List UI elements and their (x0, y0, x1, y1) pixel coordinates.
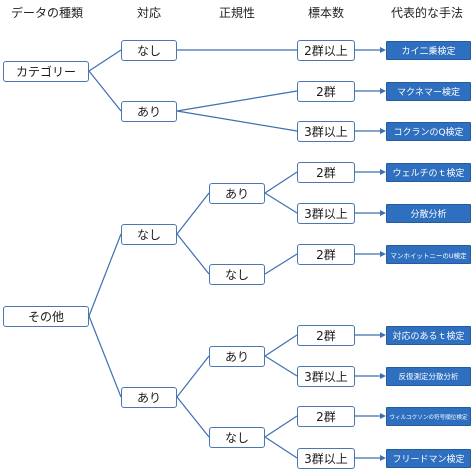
method-anova: 分散分析 (386, 204, 471, 223)
connector-line (176, 355, 210, 398)
header-normality: 正規性 (218, 6, 255, 20)
node-normality-no: なし (209, 264, 265, 285)
method-chi-square: カイ二乗検定 (386, 41, 471, 60)
arrow-head (380, 169, 386, 175)
node-normality-yes: あり (209, 183, 265, 204)
arrow-head (380, 251, 386, 257)
connector-line (88, 49, 122, 72)
arrow-head (380, 332, 386, 338)
node-other: その他 (3, 306, 89, 327)
node-sample-size: 2群 (297, 81, 355, 102)
connector-line (88, 70, 122, 112)
arrow-head (380, 88, 386, 94)
node-normality-no: なし (209, 427, 265, 448)
method-wilcoxon: ウィルコクソンの符号順位検定 (386, 407, 471, 426)
connector-line (264, 355, 298, 377)
node-sample-size: 3群以上 (297, 366, 355, 387)
method-mann-whitney: マンホイットニーのU検定 (386, 245, 471, 264)
method-friedman: フリードマン検定 (386, 449, 471, 468)
method-repeated-anova: 反復測定分散分析 (386, 367, 471, 386)
node-sample-size: 3群以上 (297, 448, 355, 469)
node-pairing-none: なし (121, 40, 177, 61)
node-pairing-yes: あり (121, 101, 177, 122)
method-paired-t: 対応のあるｔ検定 (386, 326, 471, 345)
header-pairing: 対応 (136, 6, 161, 20)
node-sample-size: 2群 (297, 325, 355, 346)
method-cochran-q: コクランのQ検定 (386, 122, 471, 141)
arrow-head (380, 455, 386, 461)
connector-line (176, 90, 298, 112)
header-sample-size: 標本数 (307, 6, 344, 20)
method-mcnemar: マクネマー検定 (386, 82, 471, 101)
arrow-head (380, 210, 386, 216)
connector-line (176, 233, 210, 275)
header-data-type: データの種類 (10, 6, 83, 20)
method-welch-t: ウェルチのｔ検定 (386, 163, 471, 182)
node-sample-size: 3群以上 (297, 203, 355, 224)
header-method: 代表的な手法 (390, 6, 463, 20)
node-sample-size: 2群 (297, 406, 355, 427)
node-sample-size: 2群以上 (297, 40, 355, 61)
node-sample-size: 2群 (297, 162, 355, 183)
connector-line (264, 192, 298, 214)
arrow-head (380, 373, 386, 379)
node-normality-yes: あり (209, 346, 265, 367)
node-category: カテゴリー (3, 61, 89, 82)
arrow-head (380, 413, 386, 419)
connector-line (88, 315, 122, 398)
connector-line (88, 233, 122, 317)
connector-line (264, 253, 298, 275)
node-sample-size: 3群以上 (297, 121, 355, 142)
node-pairing-yes: あり (121, 387, 177, 408)
connector-line (264, 171, 298, 194)
connector-line (176, 110, 298, 132)
connector-line (176, 192, 210, 235)
connector-line (264, 334, 298, 357)
connector-line (176, 396, 210, 438)
node-sample-size: 2群 (297, 244, 355, 265)
arrow-head (380, 128, 386, 134)
connector-line (264, 415, 298, 438)
connector-line (264, 436, 298, 459)
node-pairing-none: なし (121, 224, 177, 245)
arrow-head (380, 47, 386, 53)
